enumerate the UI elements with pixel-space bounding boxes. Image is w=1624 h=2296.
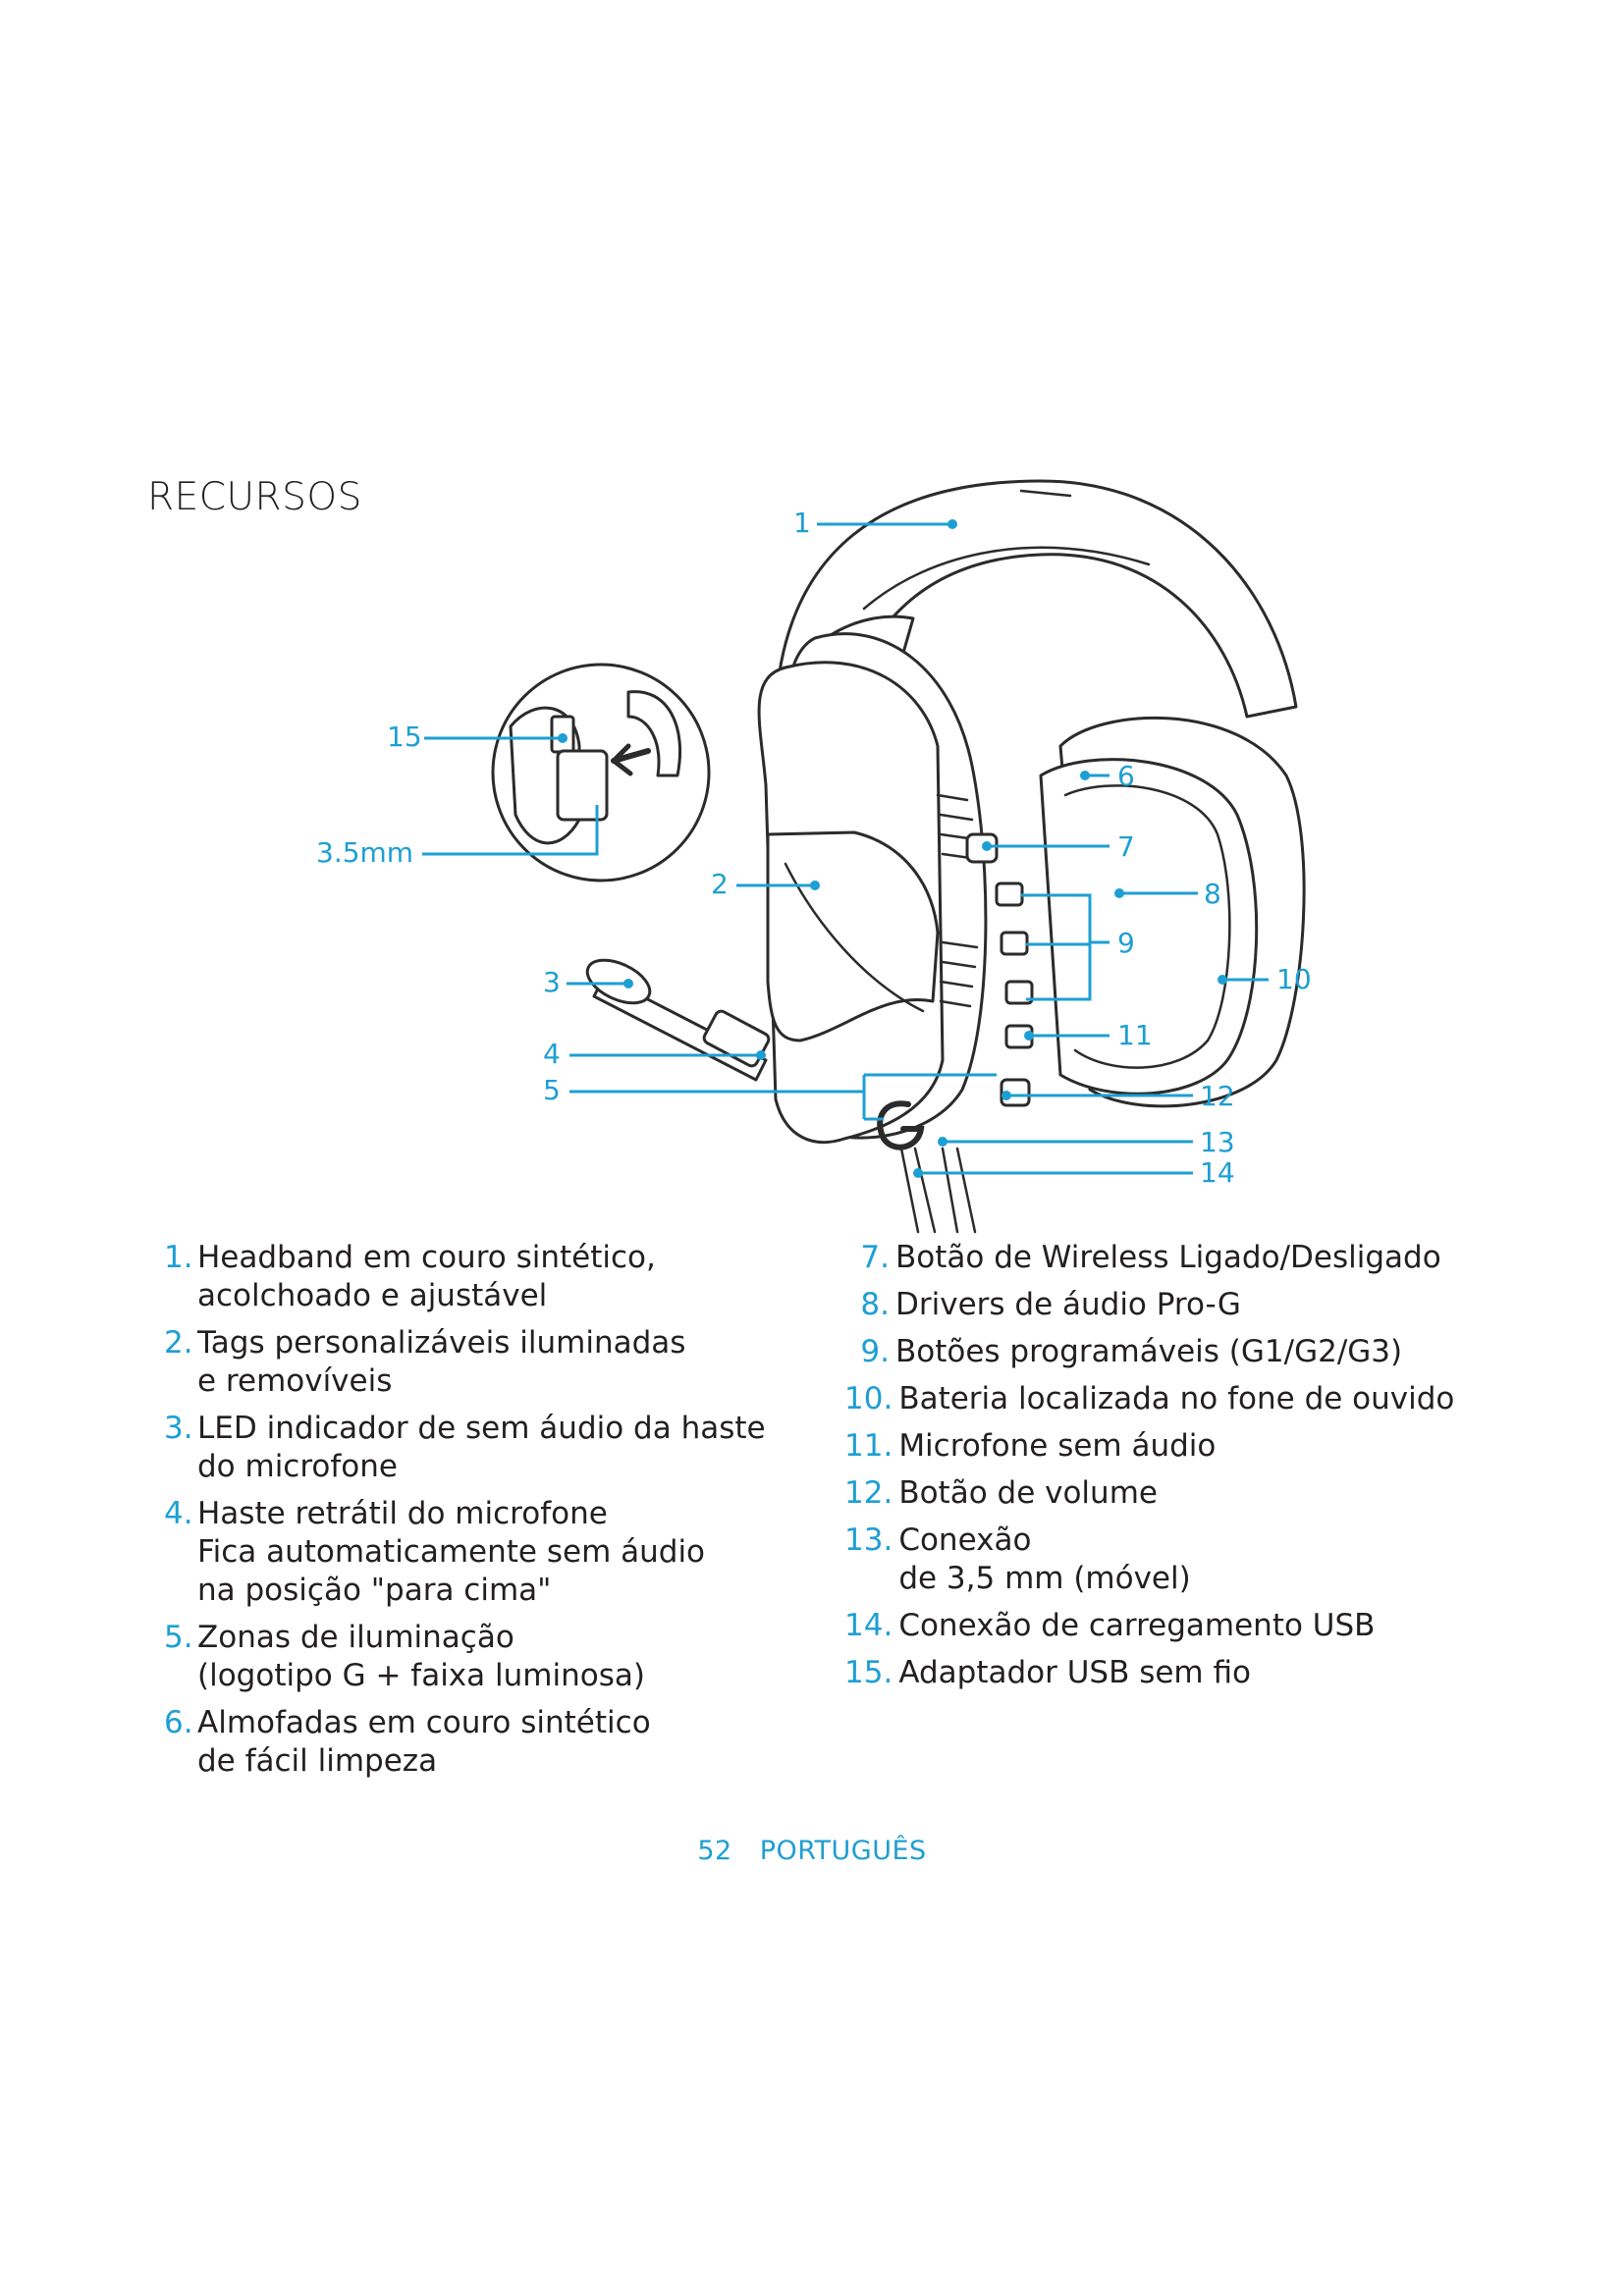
feature-item: 13.Conexão de 3,5 mm (móvel) — [844, 1522, 1191, 1596]
callout-1: 1 — [793, 507, 957, 539]
feature-item: 14.Conexão de carregamento USB — [844, 1608, 1376, 1643]
features-left-column: 1.Headband em couro sintético, acolchoad… — [164, 1239, 792, 1789]
feature-item: 3.LED indicador de sem áudio da haste do… — [164, 1411, 766, 1484]
callout-14: 14 — [913, 1156, 1235, 1189]
svg-text:3: 3 — [543, 966, 561, 998]
svg-text:8: 8 — [1204, 878, 1221, 910]
svg-text:12: 12 — [1200, 1080, 1235, 1112]
features-right-column: 7.Botão de Wireless Ligado/Desligado 8.D… — [844, 1239, 1473, 1701]
feature-item: 7.Botão de Wireless Ligado/Desligado — [860, 1240, 1441, 1275]
svg-text:7: 7 — [1117, 830, 1135, 863]
page-title: RECURSOS — [147, 475, 362, 519]
svg-text:2: 2 — [711, 868, 729, 900]
callout-11: 11 — [1024, 1019, 1153, 1051]
callout-10: 10 — [1218, 963, 1312, 995]
svg-text:5: 5 — [543, 1074, 561, 1106]
svg-text:13: 13 — [1200, 1126, 1235, 1158]
headset-diagram: 1 2 3 4 5 6 7 8 9 10 11 12 — [316, 479, 1312, 1234]
callout-12: 12 — [1001, 1080, 1235, 1112]
callout-8: 8 — [1114, 878, 1221, 910]
footer-language: PORTUGUÊS — [759, 1836, 927, 1866]
callout-15: 15 — [387, 721, 568, 753]
callout-9: 9 — [1021, 893, 1135, 1001]
svg-text:9: 9 — [1117, 927, 1135, 959]
svg-text:1: 1 — [793, 507, 811, 539]
callout-4: 4 — [543, 1038, 766, 1070]
feature-item: 4.Haste retrátil do microfone Fica autom… — [164, 1496, 706, 1608]
svg-text:10: 10 — [1276, 963, 1312, 995]
page-number: 52 — [697, 1836, 732, 1866]
callout-2: 2 — [711, 868, 820, 900]
feature-item: 11. Microfone sem áudio — [844, 1428, 1217, 1464]
callout-3-5mm: 3.5mm — [316, 805, 599, 869]
feature-item: 9.Botões programáveis (G1/G2/G3) — [860, 1334, 1403, 1369]
feature-item: 1.Headband em couro sintético, acolchoad… — [164, 1240, 656, 1313]
feature-item: 6.Almofadas em couro sintético de fácil … — [164, 1705, 651, 1779]
page-footer: 52 PORTUGUÊS — [0, 1836, 1624, 1866]
headset-illustration — [491, 479, 1306, 1234]
feature-item: 15.Adaptador USB sem fio — [844, 1655, 1251, 1690]
svg-text:15: 15 — [387, 721, 422, 753]
feature-item: 10.Bateria localizada no fone de ouvido — [844, 1381, 1455, 1416]
svg-text:11: 11 — [1117, 1019, 1153, 1051]
feature-item: 2.Tags personalizáveis iluminadas e remo… — [164, 1325, 686, 1399]
feature-item: 12.Botão de volume — [844, 1475, 1158, 1511]
callout-3: 3 — [543, 966, 633, 998]
callout-6: 6 — [1080, 760, 1135, 792]
feature-item: 8.Drivers de áudio Pro-G — [860, 1287, 1241, 1322]
svg-text:3.5mm: 3.5mm — [316, 836, 413, 869]
svg-text:14: 14 — [1200, 1156, 1235, 1189]
svg-text:4: 4 — [543, 1038, 561, 1070]
callout-13: 13 — [938, 1126, 1235, 1158]
callout-5: 5 — [543, 1073, 997, 1121]
svg-text:6: 6 — [1117, 760, 1135, 792]
feature-item: 5.Zonas de iluminação (logotipo G + faix… — [164, 1620, 645, 1693]
callout-7: 7 — [982, 830, 1135, 863]
